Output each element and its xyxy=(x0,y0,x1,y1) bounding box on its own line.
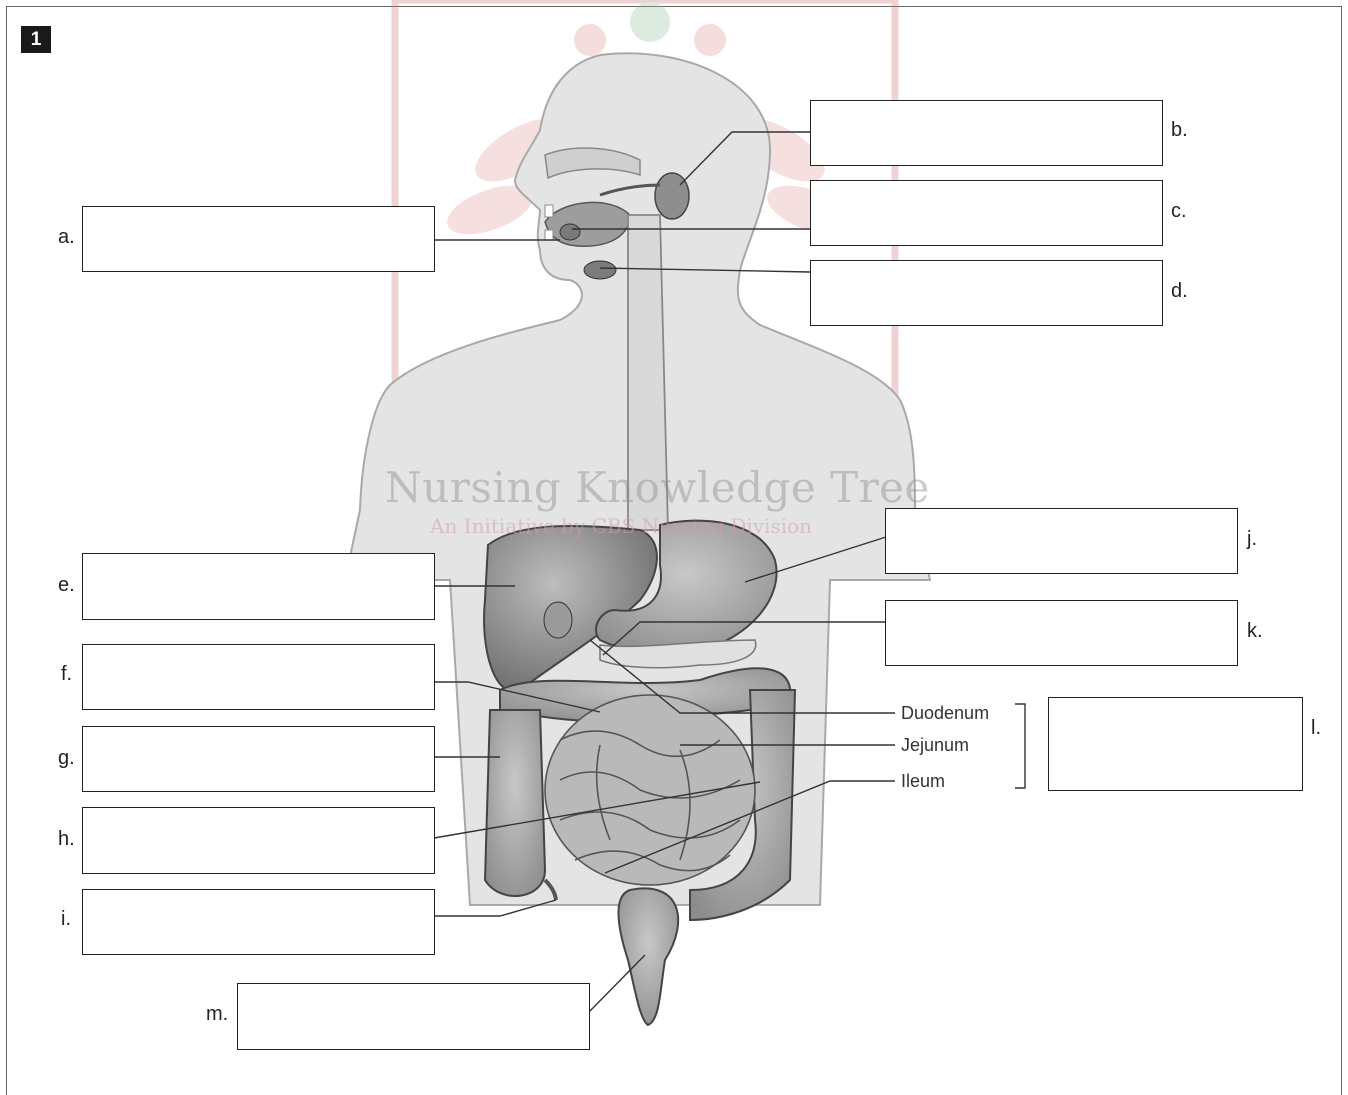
segment-label-ileum: Ileum xyxy=(901,771,945,792)
gallbladder-shape xyxy=(544,602,572,638)
answer-box-i[interactable] xyxy=(82,889,435,955)
label-g: g. xyxy=(58,747,75,770)
ascending-colon-shape xyxy=(485,710,545,896)
answer-box-f[interactable] xyxy=(82,644,435,710)
answer-box-k[interactable] xyxy=(885,600,1238,666)
answer-box-j[interactable] xyxy=(885,508,1238,574)
answer-box-a[interactable] xyxy=(82,206,435,272)
answer-box-b[interactable] xyxy=(810,100,1163,166)
answer-box-e[interactable] xyxy=(82,553,435,620)
label-e: e. xyxy=(58,574,75,597)
answer-box-d[interactable] xyxy=(810,260,1163,326)
label-l: l. xyxy=(1311,717,1321,740)
sublingual-gland-shape xyxy=(560,224,580,240)
label-k: k. xyxy=(1247,620,1263,643)
label-d: d. xyxy=(1171,280,1188,303)
segment-bracket xyxy=(1015,704,1025,788)
figure-number-badge: 1 xyxy=(21,26,51,53)
label-f: f. xyxy=(61,663,72,686)
submandibular-gland-shape xyxy=(584,261,616,279)
segment-label-duodenum: Duodenum xyxy=(901,703,989,724)
label-m: m. xyxy=(206,1003,228,1026)
segment-label-jejunum: Jejunum xyxy=(901,735,969,756)
parotid-gland-shape xyxy=(655,173,689,219)
answer-box-c[interactable] xyxy=(810,180,1163,246)
rectum-shape xyxy=(618,888,678,1025)
watermark-title: Nursing Knowledge Tree xyxy=(385,463,930,512)
watermark-subtitle: An Initiative by CBS Nursing Division xyxy=(430,514,812,538)
answer-box-m[interactable] xyxy=(237,983,590,1050)
small-intestine-shape xyxy=(545,695,755,885)
answer-box-h[interactable] xyxy=(82,807,435,874)
label-h: h. xyxy=(58,828,75,851)
label-b: b. xyxy=(1171,119,1188,142)
answer-box-g[interactable] xyxy=(82,726,435,792)
label-j: j. xyxy=(1247,528,1257,551)
answer-box-l[interactable] xyxy=(1048,697,1303,791)
label-c: c. xyxy=(1171,200,1187,223)
label-i: i. xyxy=(61,908,71,931)
label-a: a. xyxy=(58,226,75,249)
